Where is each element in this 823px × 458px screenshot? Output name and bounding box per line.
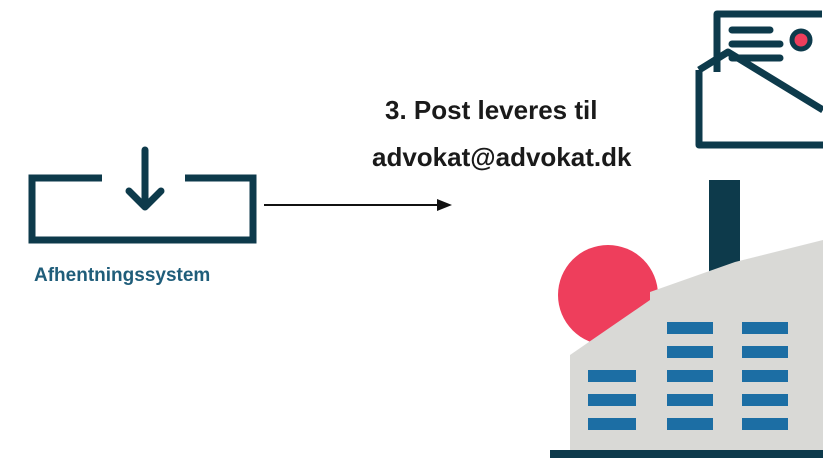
flow-arrow	[264, 199, 452, 211]
inbox-download-icon	[28, 146, 257, 244]
pickup-system-label: Afhentningssystem	[34, 265, 211, 286]
step-label-line-2: advokat@advokat.dk	[372, 142, 632, 172]
step-label-line-1: 3. Post leveres til	[385, 95, 598, 125]
factory-icon	[550, 180, 823, 458]
envelope-icon	[695, 10, 823, 149]
